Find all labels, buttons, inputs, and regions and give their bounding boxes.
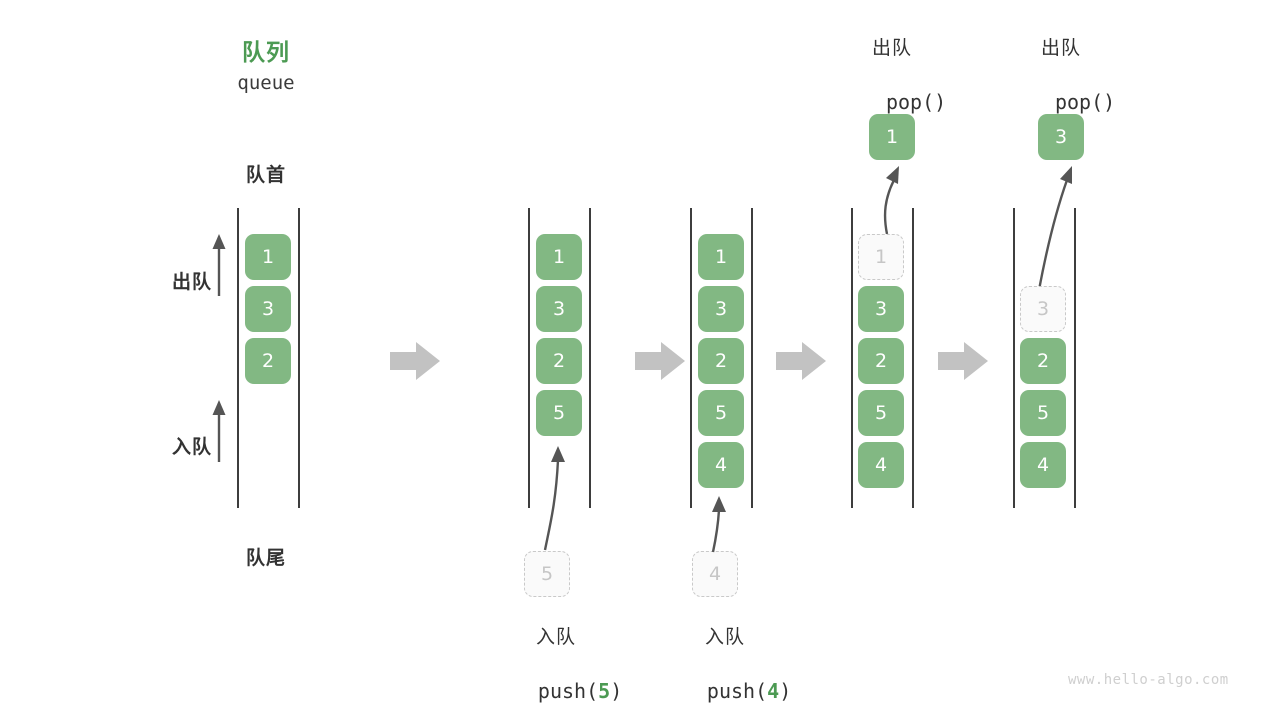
pop-label-cn: 出队 <box>1040 37 1081 59</box>
push-arrow <box>543 446 565 551</box>
queue-cell: 2 <box>245 338 291 384</box>
dequeue-direction-label: 出队 <box>171 271 212 293</box>
push-label-code: push(4) <box>645 655 805 727</box>
pop-label-code: pop() <box>981 66 1141 138</box>
push-label-cn: 入队 <box>704 626 745 648</box>
queue-rail-right-col2 <box>589 208 591 508</box>
enqueue-direction-label: 入队 <box>171 436 212 458</box>
pop-arrow <box>883 166 899 235</box>
push-code-suffix: ) <box>779 679 792 703</box>
queue-cell: 3 <box>245 286 291 332</box>
popped-element: 3 <box>1038 114 1084 160</box>
popped-element: 1 <box>869 114 915 160</box>
queue-rear-label: 队尾 <box>245 547 286 569</box>
queue-cell: 1 <box>245 234 291 280</box>
push-code-argument: 4 <box>767 679 780 703</box>
push-arrow <box>711 496 726 553</box>
queue-cell: 3 <box>858 286 904 332</box>
queue-cell-ghost: 3 <box>1020 286 1066 332</box>
queue-rail-left-col2 <box>528 208 530 508</box>
queue-rail-right-col4 <box>912 208 914 508</box>
push-code-prefix: push( <box>537 679 599 703</box>
watermark: www.hello-algo.com <box>1068 672 1229 688</box>
queue-rail-left-col4 <box>851 208 853 508</box>
queue-title-en: queue <box>237 72 295 94</box>
transition-arrow <box>776 342 826 380</box>
queue-cell: 4 <box>1020 442 1066 488</box>
queue-rail-left-col3 <box>690 208 692 508</box>
queue-cell-ghost: 1 <box>858 234 904 280</box>
queue-cell: 2 <box>698 338 744 384</box>
queue-cell: 1 <box>536 234 582 280</box>
pop-arrow <box>1037 166 1072 291</box>
push-label-cn: 入队 <box>535 626 576 648</box>
incoming-element-ghost: 4 <box>692 551 738 597</box>
queue-cell: 5 <box>698 390 744 436</box>
queue-cell: 2 <box>858 338 904 384</box>
queue-front-label: 队首 <box>245 164 286 186</box>
pop-label-code: pop() <box>812 66 972 138</box>
queue-rail-right-col5 <box>1074 208 1076 508</box>
queue-cell: 2 <box>536 338 582 384</box>
queue-cell: 5 <box>858 390 904 436</box>
queue-rail-left-col1 <box>237 208 239 508</box>
queue-cell: 3 <box>698 286 744 332</box>
queue-cell: 5 <box>1020 390 1066 436</box>
queue-cell: 4 <box>858 442 904 488</box>
incoming-element-ghost: 5 <box>524 551 570 597</box>
enqueue-direction-arrow <box>212 400 226 462</box>
transition-arrow <box>635 342 685 380</box>
queue-cell: 2 <box>1020 338 1066 384</box>
push-code-suffix: ) <box>610 679 623 703</box>
pop-label-cn: 出队 <box>871 37 912 59</box>
queue-cell: 5 <box>536 390 582 436</box>
push-label-code: push(5) <box>476 655 636 727</box>
queue-rail-right-col1 <box>298 208 300 508</box>
queue-title-cn: 队列 <box>242 40 290 66</box>
dequeue-direction-arrow <box>212 234 226 296</box>
pop-code-text: pop() <box>1054 90 1116 114</box>
transition-arrow <box>938 342 988 380</box>
queue-rail-right-col3 <box>751 208 753 508</box>
queue-cell: 3 <box>536 286 582 332</box>
pop-code-text: pop() <box>885 90 947 114</box>
transition-arrow <box>390 342 440 380</box>
push-code-argument: 5 <box>598 679 611 703</box>
queue-cell: 4 <box>698 442 744 488</box>
queue-cell: 1 <box>698 234 744 280</box>
push-code-prefix: push( <box>706 679 768 703</box>
queue-rail-left-col5 <box>1013 208 1015 508</box>
